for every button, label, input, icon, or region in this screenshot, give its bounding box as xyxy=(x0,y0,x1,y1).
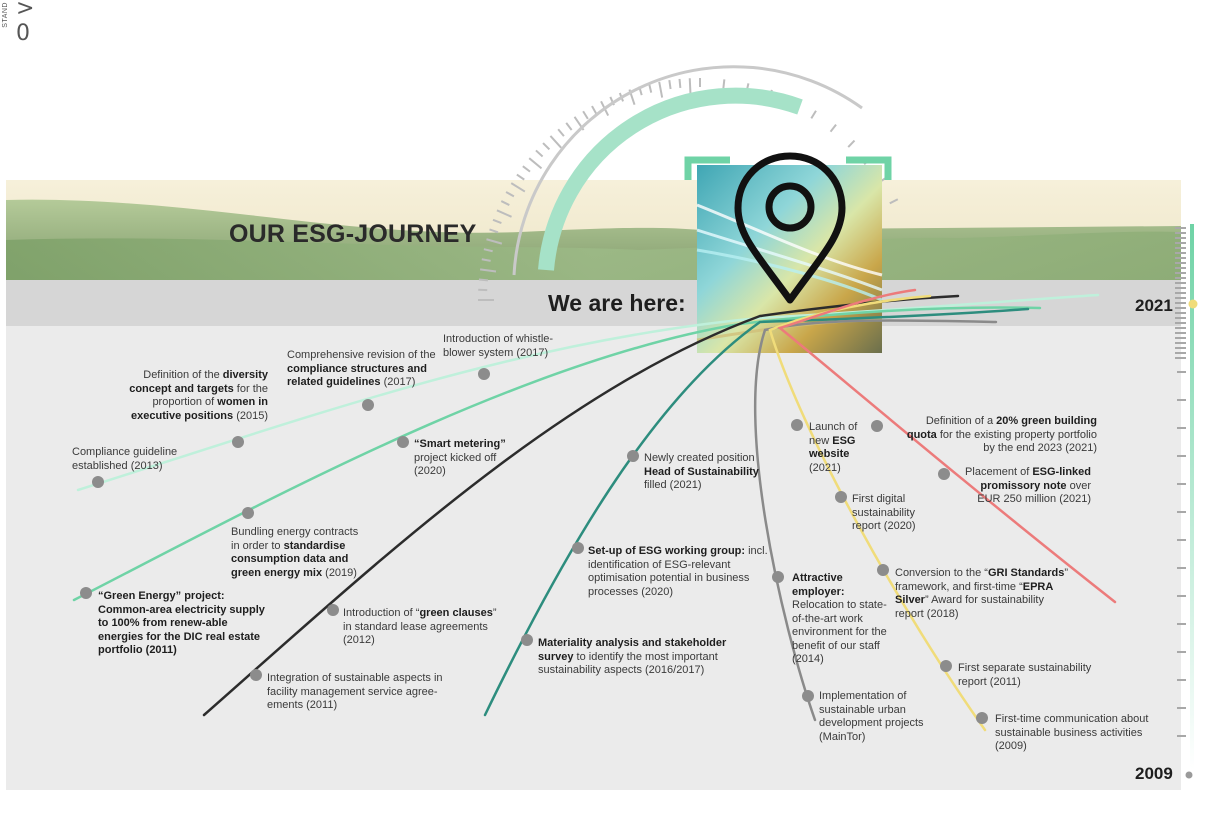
milestone-materiality: Materiality analysis and stakeholder sur… xyxy=(538,637,738,678)
milestone-green-building-quota: Definition of a 20% green building quota… xyxy=(905,415,1097,456)
gauge-tick xyxy=(649,84,651,93)
milestone-attractive-employer: Attractive employer: Relocation to state… xyxy=(792,572,892,667)
milestone-urban-development: Implementation of sustainable urban deve… xyxy=(819,690,944,744)
year-label-bottom: 2009 xyxy=(1135,764,1173,784)
gauge-tick xyxy=(550,136,561,148)
milestone-smart-metering: “Smart metering” project kicked off (202… xyxy=(414,438,529,479)
gauge-tick xyxy=(558,129,564,136)
gauge-tick xyxy=(831,125,837,132)
milestone-green-clauses: Introduction of “green clauses” in stand… xyxy=(343,607,503,648)
gauge-tick xyxy=(723,79,724,88)
milestone-esg-working-group: Set-up of ESG working group: incl. ident… xyxy=(588,545,783,599)
milestone-head-sustainability: Newly created position Head of Sustainab… xyxy=(644,452,759,493)
milestone-digital-report: First digital sustainability report (202… xyxy=(852,493,932,534)
gauge-tick xyxy=(811,111,816,119)
gauge-tick xyxy=(536,150,543,156)
gauge-tick xyxy=(848,141,854,147)
gauge-tick xyxy=(659,82,662,98)
gauge-tick xyxy=(592,106,596,114)
gauge-tick xyxy=(479,280,488,281)
milestone-green-energy: “Green Energy” project: Common-area elec… xyxy=(98,590,273,658)
timeline-current-marker xyxy=(1189,300,1198,309)
milestone-first-report: First separate sustainability report (20… xyxy=(958,662,1108,689)
page-title: OUR ESG-JOURNEY xyxy=(229,220,476,249)
gauge-tick xyxy=(529,158,541,168)
gauge-tick xyxy=(680,79,681,88)
milestone-compliance-revision: Comprehensive revision of the compliance… xyxy=(287,349,452,390)
milestone-gri-standards: Conversion to the “GRI Standards” framew… xyxy=(895,567,1070,621)
gauge-tick xyxy=(690,78,691,94)
timeline-start-marker xyxy=(1186,772,1193,779)
gauge-tick xyxy=(543,143,549,149)
milestone-first-communication: First-time communication about sustainab… xyxy=(995,713,1160,754)
milestone-whistleblower: Introduction of whistle-blower system (2… xyxy=(443,333,573,360)
year-label-top: 2021 xyxy=(1135,296,1173,316)
gauge-tick xyxy=(669,80,670,89)
corner-small-text: STAND xyxy=(2,2,9,28)
gauge-tick xyxy=(583,111,588,119)
milestone-sustainable-fm: Integration of sustainable aspects in fa… xyxy=(267,672,467,713)
milestone-bundling: Bundling energy contracts in order to st… xyxy=(231,526,366,580)
milestone-diversity: Definition of the diversity concept and … xyxy=(118,369,268,423)
gauge-tick xyxy=(523,166,530,171)
milestone-promissory-note: Placement of ESG-linked promissory note … xyxy=(958,466,1091,507)
corner-big-text: > 0 xyxy=(16,0,34,46)
gauge-tick xyxy=(517,175,524,180)
milestone-esg-website: Launch of new ESG website (2021) xyxy=(809,421,874,475)
gauge-tick xyxy=(566,123,571,130)
we-are-here-label: We are here: xyxy=(548,290,686,317)
milestone-compliance-guideline: Compliance guideline established (2013) xyxy=(72,446,202,473)
